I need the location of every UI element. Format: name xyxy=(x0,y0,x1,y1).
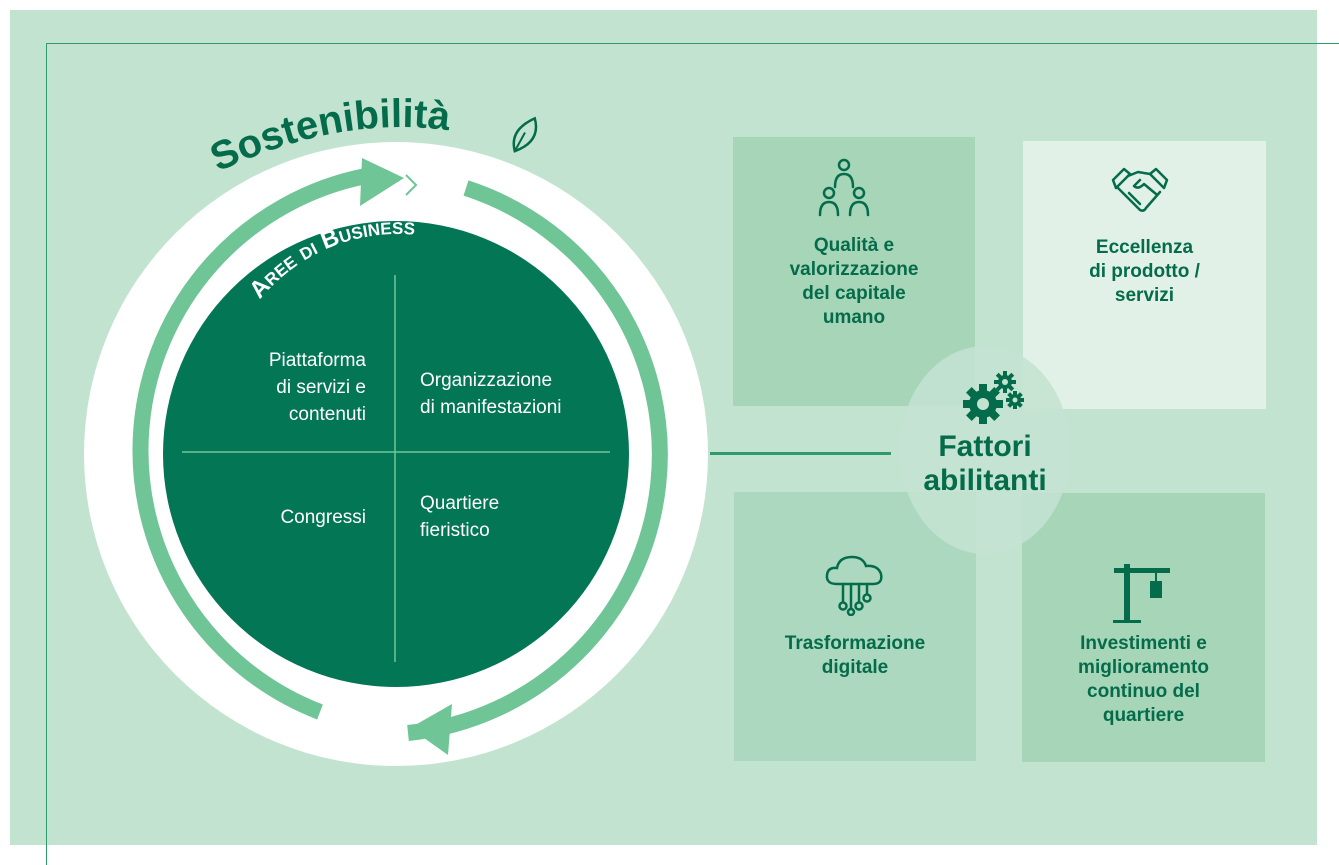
enabler-box-digital xyxy=(734,492,976,761)
cloud-circuit-icon xyxy=(825,555,883,616)
enablers-hub xyxy=(900,346,1070,554)
people-icon xyxy=(818,158,870,217)
cycle-arrowhead-top xyxy=(360,158,404,206)
cycle-arrowhead-bottom xyxy=(410,704,452,755)
quadrant-congresses: Congressi xyxy=(280,507,366,528)
frame-line-top xyxy=(46,43,1339,44)
small-chevron-icon xyxy=(405,174,418,196)
connector-line xyxy=(710,452,891,455)
cycle-arrow-right xyxy=(407,180,668,741)
core-circle xyxy=(163,221,629,687)
enabler-box-human-capital xyxy=(733,137,975,406)
handshake-icon xyxy=(1111,167,1169,212)
crane-icon xyxy=(1113,564,1170,623)
frame-line-left xyxy=(46,43,47,865)
cycle-arrow-left xyxy=(132,168,368,720)
gears-icon xyxy=(963,371,1024,424)
enabler-box-investments xyxy=(1022,493,1265,762)
leaf-icon xyxy=(512,116,538,153)
